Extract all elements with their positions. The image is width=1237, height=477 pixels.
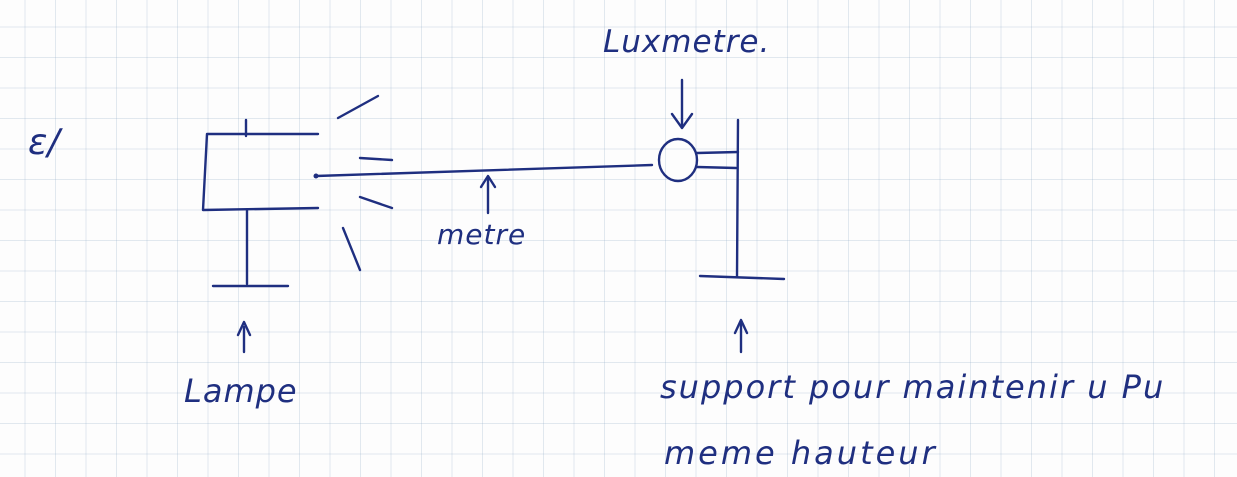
support-label-line-2: meme hauteur xyxy=(664,434,938,472)
luxmeter-holder-arm-top xyxy=(695,150,740,155)
light-ray-1 xyxy=(336,94,380,120)
support-arrow-head xyxy=(733,318,749,335)
luxmeter-holder-arm-bottom xyxy=(695,165,738,170)
metre-arrow-head xyxy=(479,174,497,189)
support-stand-pole xyxy=(735,118,740,279)
luxmetre-label: Luxmetre. xyxy=(603,24,771,60)
measuring-tape-end-dot xyxy=(313,173,319,179)
support-label-line-1: support pour maintenir u Pu xyxy=(660,368,1166,406)
light-ray-4 xyxy=(341,226,362,272)
measuring-tape-line xyxy=(314,163,654,178)
support-stand-base xyxy=(698,274,786,281)
light-ray-3 xyxy=(358,195,394,210)
luxmetre-arrow-head xyxy=(670,112,694,130)
lamp-housing xyxy=(201,132,320,212)
lampe-label: Lampe xyxy=(184,372,298,410)
light-ray-2 xyxy=(358,156,394,162)
metre-label: metre xyxy=(437,218,527,251)
luxmeter-sensor xyxy=(657,137,699,183)
lampe-arrow-head xyxy=(236,320,252,337)
section-label: ε/ xyxy=(28,122,60,163)
